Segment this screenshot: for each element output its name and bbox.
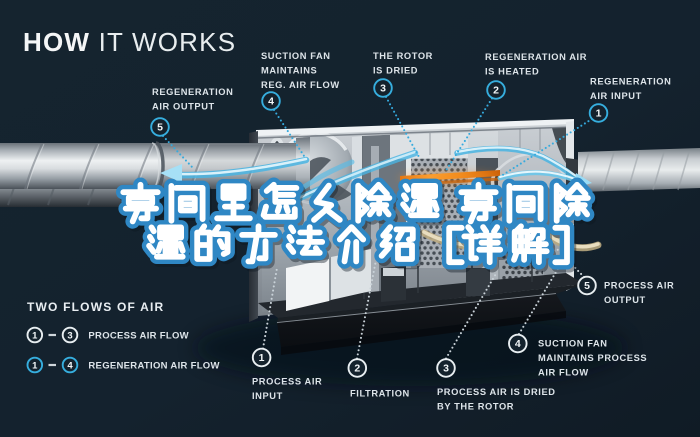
svg-text:2: 2 [493, 85, 499, 97]
svg-text:PROCESS AIR: PROCESS AIR [252, 377, 322, 387]
svg-text:REGENERATION AIR: REGENERATION AIR [485, 52, 587, 62]
svg-text:IS HEATED: IS HEATED [485, 67, 539, 77]
svg-text:PROCESS AIR: PROCESS AIR [604, 281, 674, 291]
svg-text:REGENERATION: REGENERATION [590, 77, 671, 87]
svg-text:MAINTAINS PROCESS: MAINTAINS PROCESS [538, 353, 647, 363]
svg-text:THE ROTOR: THE ROTOR [373, 51, 433, 61]
svg-text:REGENERATION: REGENERATION [152, 87, 233, 97]
svg-text:5: 5 [157, 122, 163, 134]
svg-text:5: 5 [584, 280, 590, 292]
svg-text:1: 1 [32, 330, 38, 341]
svg-text:INPUT: INPUT [252, 391, 283, 401]
svg-text:PROCESS AIR FLOW: PROCESS AIR FLOW [88, 331, 189, 342]
svg-text:AIR FLOW: AIR FLOW [538, 368, 589, 378]
svg-text:REGENERATION AIR FLOW: REGENERATION AIR FLOW [88, 361, 219, 372]
svg-text:HOW IT WORKS: HOW IT WORKS [23, 27, 236, 57]
svg-text:4: 4 [67, 360, 73, 371]
svg-text:3: 3 [443, 363, 449, 375]
svg-text:OUTPUT: OUTPUT [604, 295, 646, 305]
svg-text:2: 2 [354, 363, 360, 375]
svg-text:4: 4 [268, 96, 274, 108]
svg-text:FILTRATION: FILTRATION [350, 389, 410, 399]
svg-text:1: 1 [259, 352, 265, 364]
svg-text:TWO FLOWS OF AIR: TWO FLOWS OF AIR [27, 300, 164, 314]
svg-text:1: 1 [596, 108, 602, 120]
svg-text:3: 3 [67, 330, 72, 341]
svg-text:IS DRIED: IS DRIED [373, 66, 418, 76]
svg-text:3: 3 [380, 83, 386, 95]
svg-text:AIR INPUT: AIR INPUT [590, 91, 642, 101]
svg-text:MAINTAINS: MAINTAINS [261, 66, 317, 76]
svg-text:SUCTION FAN: SUCTION FAN [538, 339, 608, 349]
svg-text:SUCTION FAN: SUCTION FAN [261, 51, 331, 61]
svg-text:REG. AIR FLOW: REG. AIR FLOW [261, 80, 340, 90]
svg-text:BY THE ROTOR: BY THE ROTOR [437, 402, 514, 412]
svg-text:PROCESS AIR IS DRIED: PROCESS AIR IS DRIED [437, 387, 556, 397]
svg-text:1: 1 [32, 360, 38, 371]
svg-text:4: 4 [515, 338, 521, 350]
svg-text:AIR OUTPUT: AIR OUTPUT [152, 102, 215, 112]
